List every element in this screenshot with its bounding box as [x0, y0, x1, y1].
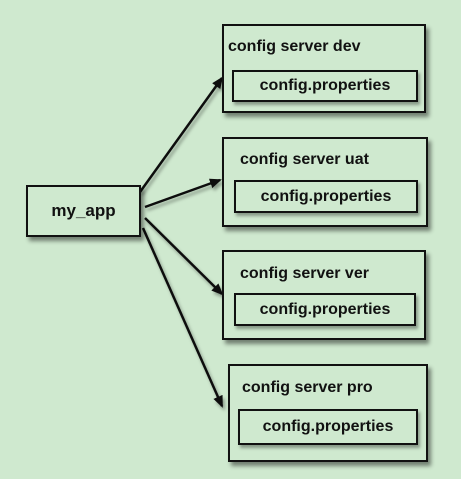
config-properties-uat-label: config.properties — [260, 187, 392, 205]
config-server-ver-box: config server ver config.properties — [222, 250, 426, 340]
config-properties-pro-label: config.properties — [262, 418, 394, 435]
arrow-to-ver — [144, 217, 224, 296]
my-app-box: my_app — [26, 185, 141, 237]
arrow-to-dev — [138, 76, 224, 193]
config-server-ver-title: config server ver — [240, 265, 369, 282]
config-properties-dev-label: config.properties — [259, 77, 391, 94]
config-server-dev-box: config server dev config.properties — [222, 24, 426, 113]
config-properties-pro-box: config.properties — [238, 409, 418, 445]
arrow-to-pro — [141, 227, 224, 408]
arrow-to-uat — [144, 178, 222, 209]
config-server-uat-title: config server uat — [240, 151, 369, 168]
config-properties-ver-label: config.properties — [259, 300, 391, 318]
my-app-label: my_app — [51, 201, 116, 220]
config-server-pro-title: config server pro — [242, 379, 373, 396]
config-properties-ver-box: config.properties — [234, 293, 416, 326]
config-server-uat-box: config server uat config.properties — [222, 137, 428, 227]
config-server-dev-title: config server dev — [228, 38, 361, 55]
config-server-pro-box: config server pro config.properties — [228, 364, 428, 462]
config-properties-uat-box: config.properties — [234, 180, 418, 213]
config-properties-dev-box: config.properties — [232, 70, 418, 102]
